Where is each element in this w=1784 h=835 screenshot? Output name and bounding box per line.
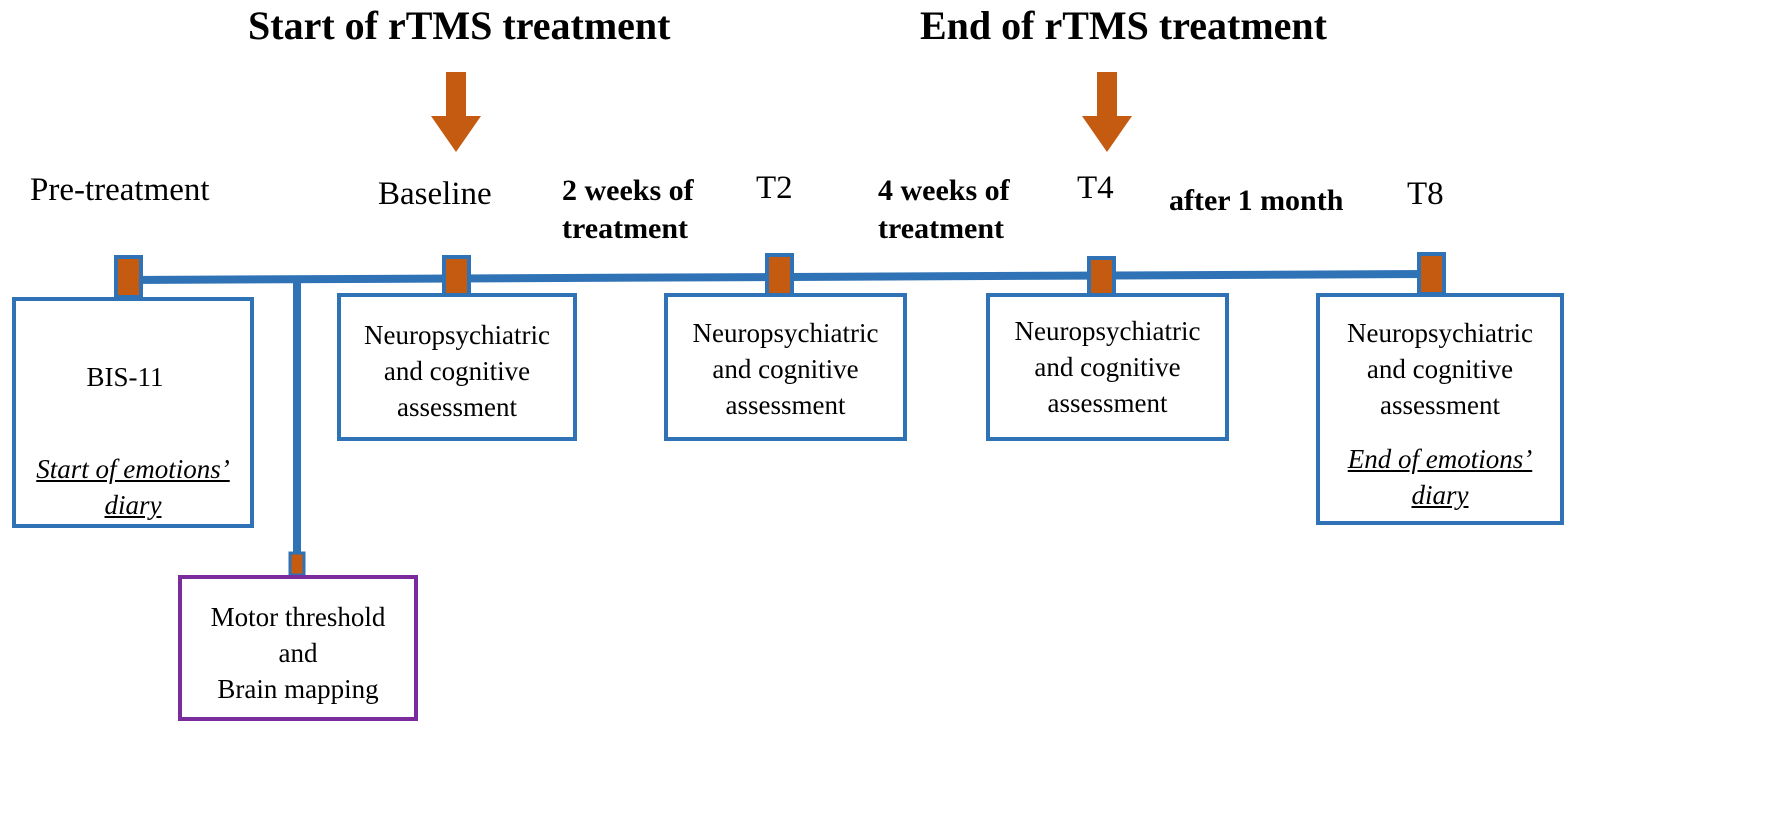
box-pre-title: BIS-11: [86, 362, 164, 392]
interval-four-weeks-line1: 4 weeks of: [878, 174, 1010, 207]
end-treatment-heading: End of rTMS treatment: [920, 3, 1327, 48]
marker-motor: [288, 551, 306, 577]
box-t2-line3: assessment: [725, 390, 846, 420]
marker-baseline: [442, 255, 471, 299]
box-motor-line1: Motor threshold: [210, 602, 386, 632]
box-baseline-line2: and cognitive: [383, 356, 531, 386]
box-motor-threshold: Motor threshold and Brain mapping: [178, 575, 418, 721]
box-t8-line3: assessment: [1380, 390, 1500, 420]
box-t8-line2: and cognitive: [1366, 354, 1514, 384]
box-t2: Neuropsychiatric and cognitive assessmen…: [664, 293, 907, 441]
box-pre-note-line2: diary: [104, 490, 162, 520]
start-arrow-icon: [431, 72, 481, 152]
box-t2-line1: Neuropsychiatric: [692, 318, 879, 348]
box-pre-note-line1: Start of emotions’: [36, 454, 230, 484]
interval-two-weeks-line1: 2 weeks of: [562, 174, 694, 207]
box-t8-note-line1: End of emotions’: [1347, 444, 1533, 474]
box-t4-line1: Neuropsychiatric: [1014, 316, 1201, 346]
marker-pre: [114, 255, 143, 299]
box-baseline-line3: assessment: [397, 392, 517, 422]
interval-after-month: after 1 month: [1169, 184, 1344, 217]
box-t4: Neuropsychiatric and cognitive assessmen…: [986, 293, 1229, 441]
box-t8: Neuropsychiatric and cognitive assessmen…: [1316, 293, 1564, 525]
start-treatment-heading: Start of rTMS treatment: [248, 3, 671, 48]
label-t8: T8: [1407, 176, 1444, 212]
box-t2-line2: and cognitive: [712, 354, 859, 384]
box-t4-line2: and cognitive: [1034, 352, 1181, 382]
marker-t8: [1417, 252, 1446, 296]
box-motor-line2: and: [278, 638, 318, 668]
end-arrow-icon: [1082, 72, 1132, 152]
box-motor-line3: Brain mapping: [217, 674, 379, 704]
box-baseline: Neuropsychiatric and cognitive assessmen…: [337, 293, 577, 441]
label-pre-treatment: Pre-treatment: [30, 172, 210, 208]
interval-four-weeks: 4 weeks of treatment: [878, 172, 1010, 248]
box-t8-note-line2: diary: [1411, 480, 1469, 510]
box-baseline-line1: Neuropsychiatric: [364, 320, 550, 350]
box-t8-line1: Neuropsychiatric: [1347, 318, 1533, 348]
box-t4-line3: assessment: [1047, 388, 1168, 418]
label-t4: T4: [1077, 170, 1114, 206]
interval-two-weeks: 2 weeks of treatment: [562, 172, 694, 248]
interval-two-weeks-line2: treatment: [562, 212, 689, 245]
label-baseline: Baseline: [378, 176, 492, 212]
label-t2: T2: [756, 170, 793, 206]
marker-t2: [765, 253, 794, 297]
interval-four-weeks-line2: treatment: [878, 212, 1005, 245]
box-pre-treatment: BIS-11 Start of emotions’ diary: [12, 297, 254, 528]
marker-t4: [1087, 256, 1116, 300]
